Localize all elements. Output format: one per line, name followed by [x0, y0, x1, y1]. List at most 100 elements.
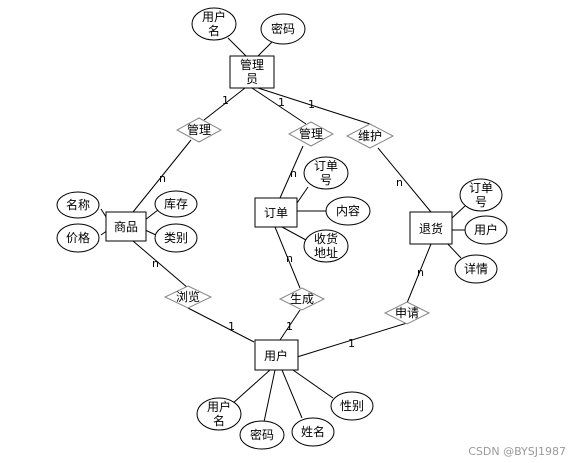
edge-browse-user	[187, 307, 255, 343]
card-user-generate: 1	[286, 320, 293, 333]
edge-maintain-refund	[377, 147, 432, 213]
relation-maintain: 维护	[345, 123, 395, 149]
attribute-refund-user: 用户	[464, 215, 508, 245]
attribute-order-number: 订单 号	[303, 156, 349, 190]
svg-text:订单: 订单	[314, 159, 338, 173]
relation-generate: 生成	[278, 287, 326, 311]
edge-order-generate	[274, 226, 301, 289]
entity-order-label: 订单	[264, 206, 288, 220]
relation-manage-product: 管理	[175, 117, 223, 143]
attribute-admin-password: 密码	[260, 13, 306, 45]
svg-text:名: 名	[208, 23, 220, 38]
edge-admin-maintain	[257, 87, 371, 125]
relation-manage-product-label: 管理	[187, 122, 211, 137]
attribute-refund-order-number: 订单 号	[459, 178, 503, 212]
edge-refund-apply	[406, 243, 432, 304]
edge-refund-number	[451, 205, 466, 219]
edge-apply-user	[296, 322, 408, 358]
card-product-browse: n	[152, 257, 159, 270]
attribute-product-stock: 库存	[154, 190, 198, 218]
svg-text:密码: 密码	[250, 427, 274, 442]
svg-text:价格: 价格	[66, 230, 90, 245]
card-refund-maintain: n	[396, 176, 403, 189]
attribute-user-password: 密码	[239, 420, 285, 450]
svg-text:详情: 详情	[464, 261, 488, 276]
svg-text:用户: 用户	[202, 9, 226, 24]
edge-user-username	[231, 369, 271, 405]
card-product-manage: n	[159, 172, 166, 185]
edge-admin-password	[257, 41, 273, 57]
svg-text:名: 名	[213, 413, 225, 428]
entity-refund: 退货	[409, 211, 453, 245]
edge-product-browse	[132, 240, 189, 289]
card-user-apply: 1	[348, 337, 355, 350]
card-admin-manage-order: 1	[278, 96, 285, 109]
edge-product-category	[144, 229, 157, 236]
edge-product-stock	[144, 209, 159, 221]
svg-text:姓名: 姓名	[301, 424, 325, 439]
relation-manage-order: 管理	[287, 121, 335, 147]
edge-user-password	[263, 369, 276, 423]
svg-text:类别: 类别	[164, 231, 188, 245]
entity-user-label: 用户	[264, 348, 288, 363]
relation-apply-label: 申请	[395, 306, 419, 320]
relation-generate-label: 生成	[290, 292, 314, 306]
entity-user: 用户	[254, 339, 299, 371]
relation-manage-order-label: 管理	[299, 126, 323, 141]
svg-text:号: 号	[475, 195, 487, 209]
attribute-user-username: 用户 名	[196, 397, 242, 431]
svg-text:库存: 库存	[164, 196, 188, 211]
relation-maintain-label: 维护	[358, 129, 382, 143]
edge-manage-product	[132, 139, 192, 213]
svg-text:用户: 用户	[207, 399, 231, 414]
edge-user-gender	[292, 369, 334, 399]
edge-admin-manage-order	[251, 87, 307, 125]
attribute-product-price: 价格	[56, 223, 100, 253]
entity-admin-line1: 管理	[240, 57, 264, 72]
svg-text:订单: 订单	[469, 181, 493, 195]
edge-generate-user	[279, 309, 301, 341]
entity-product-label: 商品	[114, 219, 138, 234]
attribute-user-name: 姓名	[291, 417, 335, 447]
edge-user-name	[281, 369, 303, 419]
relation-apply: 申请	[383, 301, 431, 325]
attribute-product-category: 类别	[154, 223, 198, 253]
svg-text:名称: 名称	[66, 197, 90, 212]
cardinalities: 1 n 1 n 1 n n 1 n 1 n 1	[152, 94, 424, 350]
entity-order: 订单	[254, 197, 298, 228]
attribute-admin-username: 用户 名	[191, 7, 237, 41]
edge-order-number	[296, 186, 309, 204]
svg-text:地址: 地址	[314, 246, 338, 260]
edge-admin-manage-product	[203, 87, 246, 121]
svg-text:密码: 密码	[271, 21, 295, 36]
card-user-browse: 1	[228, 320, 235, 333]
entity-refund-label: 退货	[419, 221, 443, 236]
card-order-generate: n	[286, 252, 293, 265]
edge-admin-username	[227, 37, 247, 57]
card-refund-apply: n	[417, 266, 424, 279]
svg-text:收货: 收货	[314, 231, 338, 246]
attribute-product-name: 名称	[56, 191, 100, 219]
attribute-refund-details: 详情	[454, 254, 498, 284]
entity-admin-line2: 员	[246, 72, 258, 86]
entity-product: 商品	[105, 211, 147, 242]
edge-order-address	[281, 226, 307, 241]
attribute-order-address: 收货 地址	[303, 229, 349, 263]
edge-manage-order	[279, 145, 304, 199]
entity-admin: 管理 员	[229, 55, 275, 89]
watermark: CSDN @BYSJ1987	[468, 445, 566, 458]
relation-browse: 浏览	[163, 285, 213, 309]
card-admin-manage-product: 1	[222, 94, 229, 107]
attribute-order-content: 内容	[325, 196, 371, 226]
svg-text:用户: 用户	[474, 222, 498, 237]
attribute-user-gender: 性别	[330, 391, 374, 421]
edges	[100, 37, 466, 423]
card-order-manage: n	[290, 167, 297, 180]
card-admin-maintain: 1	[308, 98, 315, 111]
relation-browse-label: 浏览	[176, 289, 200, 304]
svg-text:号: 号	[320, 173, 332, 187]
svg-text:内容: 内容	[336, 203, 360, 218]
svg-text:性别: 性别	[340, 399, 364, 413]
